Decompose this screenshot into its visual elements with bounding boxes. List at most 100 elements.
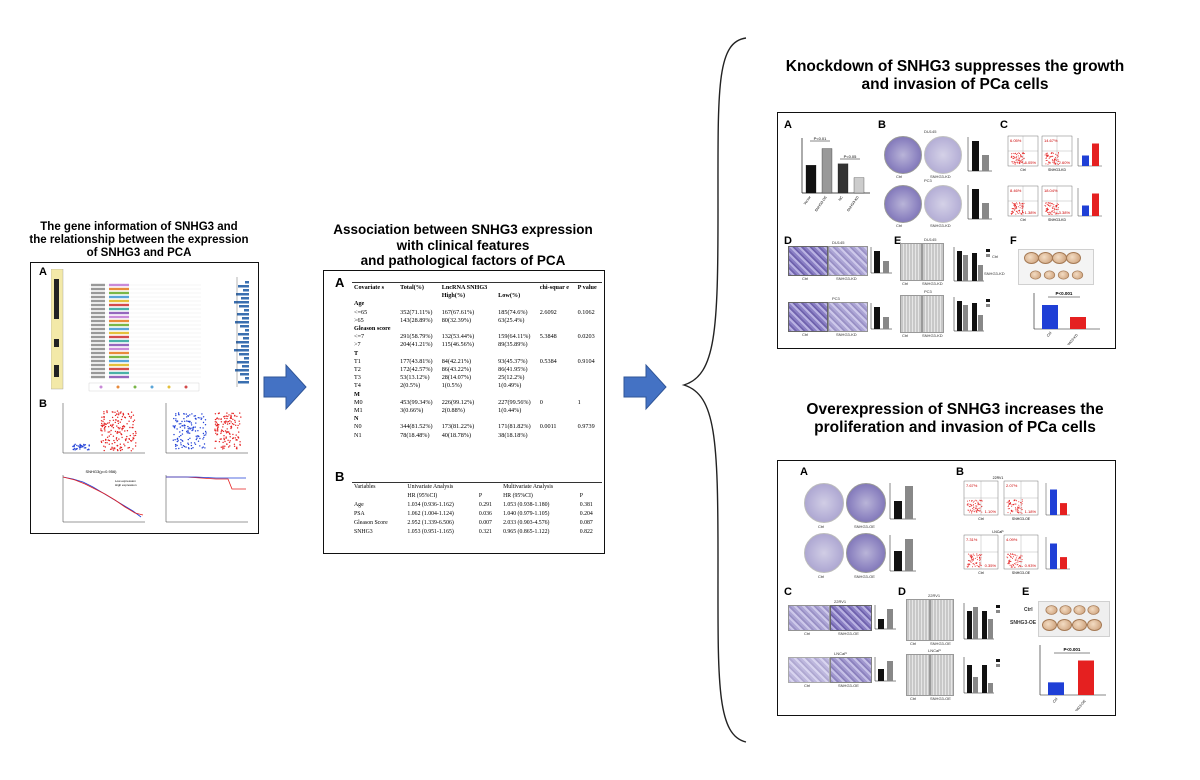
tumor [1057,619,1072,631]
bar [237,361,249,364]
group-label: SNHG3-KD [1048,218,1067,222]
scatter-point [179,431,181,433]
bar [239,353,249,356]
event-point [979,509,981,511]
scatter-point [180,444,182,446]
event-point [1049,211,1051,213]
scatter-point [215,425,217,427]
expression-bar [109,363,129,367]
colony-bar-charts [967,137,992,220]
table-cell: 1 [577,398,581,406]
table-cell: 1(0.5%) [441,382,462,390]
scatter-point [187,442,189,444]
table-cell [352,492,405,501]
scatter-point [234,437,236,439]
scatter-point [117,426,119,429]
event-point [1017,509,1018,511]
bar [1070,317,1086,329]
scatter-point [79,448,81,450]
event-point [1008,503,1010,505]
table-cell: 28(14.07%) [441,374,472,382]
scatter-point [122,412,124,415]
scatter-point [105,438,107,441]
event-point [1055,205,1057,207]
table-cell: HR (95%CI) [503,493,533,499]
event-point [969,556,971,558]
event-point [968,506,970,508]
event-point [1021,207,1023,209]
event-point [972,557,974,559]
transwell-image [828,246,868,276]
transwell-image [788,605,830,631]
bar [1078,660,1094,695]
quadrant-value: 14.67% [1044,138,1058,143]
event-point [1051,159,1053,161]
bar [1060,503,1067,515]
scatter-point [88,445,90,447]
event-point [972,559,974,561]
event-point [1018,560,1020,562]
event-point [1014,507,1016,509]
table-cell [576,341,602,349]
colony-dish [884,136,922,174]
scatter-point [111,448,113,450]
knockdown-title: Knockdown of SNHG3 suppresses the growth… [785,58,1125,93]
table-cell: 344(81.52%) [400,423,433,431]
scatter-point [130,417,132,419]
scatter-point [112,427,115,429]
table-cell [576,292,602,300]
group-label: SNHG3-KD [930,174,951,179]
event-point [1018,158,1020,160]
event-point [1012,557,1013,559]
event-point [1019,207,1021,209]
legend-high: High expression [115,483,137,487]
expression-bar [109,335,129,339]
transwell-image [788,302,828,332]
overexpression-title: Overexpression of SNHG3 increases the pr… [806,401,1104,436]
scatter-point [134,434,137,437]
wound-bar-charts [953,247,990,332]
event-point [1015,208,1017,210]
event-point [1016,555,1018,557]
event-point [1057,213,1059,215]
scatter-point [204,447,206,449]
scatter-point [101,434,103,436]
event-point [1019,160,1021,162]
event-point [1057,209,1059,211]
tumor [1066,252,1081,264]
scatter-point [132,439,134,441]
scatter-point [199,437,201,440]
scatter-point [111,446,113,448]
quadrant-value: 6.05% [1010,138,1022,143]
scatter-point [201,417,203,419]
scatter-point [128,438,130,440]
table-row: T [352,350,602,358]
table-cell: N1 [354,431,362,439]
event-point [1017,558,1019,560]
scatter-point [102,440,104,442]
event-point [1020,213,1022,215]
event-point [1023,153,1025,155]
scatter-point [127,441,129,443]
event-point [970,500,972,502]
event-point [1011,564,1013,566]
colony-dish [884,185,922,223]
scatter-point [239,412,241,414]
scatter-point [132,420,134,423]
table-cell: SNHG3 [354,529,373,535]
gene-bar [91,287,105,291]
event-point [1021,503,1023,505]
event-point [1051,214,1053,215]
scatter-point [123,425,125,427]
scatter-point [108,435,110,437]
scatter-point [72,445,74,448]
gene-bar [91,347,105,351]
event-point [1011,211,1013,213]
panel-label-d: D [784,235,792,247]
scatter-point [84,444,87,446]
scatter-point [108,422,110,424]
group-label: Ctrl [978,517,984,521]
group-label: SNHG3-OE [930,696,951,701]
